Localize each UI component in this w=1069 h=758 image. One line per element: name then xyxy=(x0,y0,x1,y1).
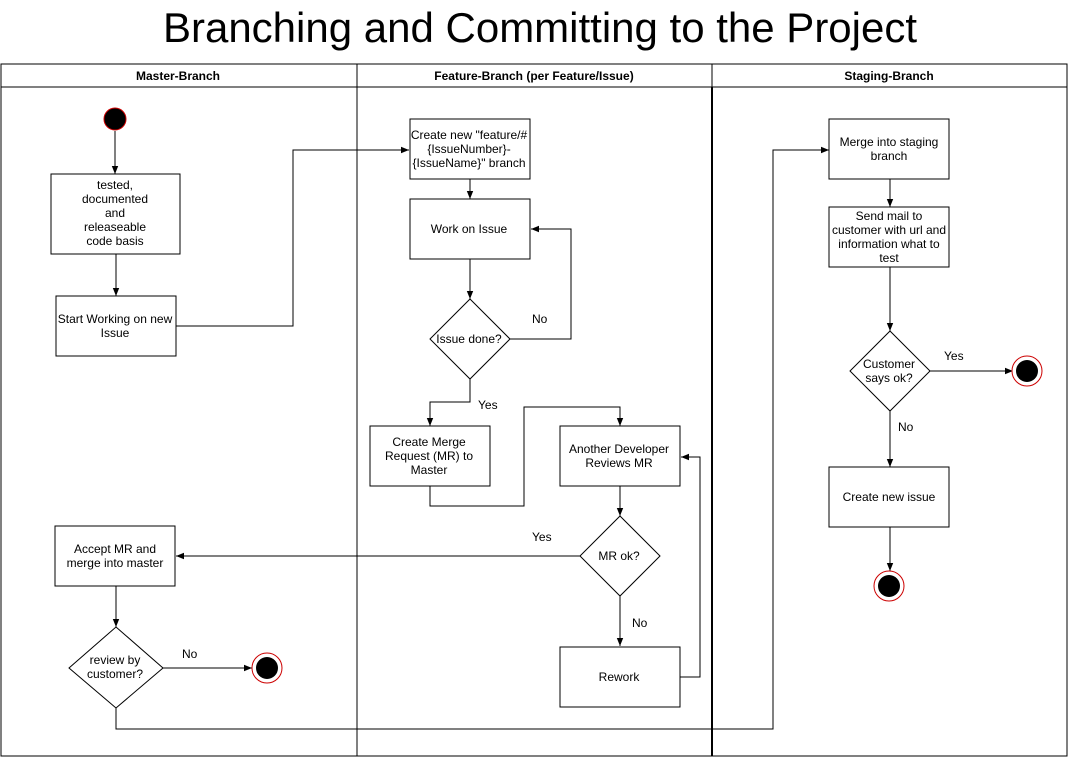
connectors xyxy=(111,131,1013,730)
create-branch-label: Create new "feature/#{IssueNumber}-{Issu… xyxy=(411,128,528,170)
mr-ok-diamond xyxy=(579,515,661,597)
edge-label-mr-no: No xyxy=(632,616,648,630)
review-mr-box xyxy=(559,425,681,487)
work-on-issue-box xyxy=(409,198,531,260)
lane-header-feature: Feature-Branch (per Feature/Issue) xyxy=(434,69,633,83)
merge-staging-box xyxy=(828,118,950,180)
end-node-new-issue xyxy=(873,570,905,602)
edge-label-customer-yes: Yes xyxy=(944,349,964,363)
diagram-title: Branching and Committing to the Project xyxy=(163,4,917,51)
edge-label-review-no: No xyxy=(182,647,198,661)
edge-label-issue-yes: Yes xyxy=(478,398,498,412)
mr-ok-label: MR ok? xyxy=(598,549,640,563)
create-mr-box xyxy=(369,425,491,487)
end-node-review xyxy=(251,652,283,684)
accept-mr-box xyxy=(54,525,176,587)
customer-ok-diamond xyxy=(849,330,931,412)
start-working-box xyxy=(55,295,177,357)
create-branch-box xyxy=(409,118,531,180)
lane-header-staging: Staging-Branch xyxy=(844,69,933,83)
edge-label-mr-yes: Yes xyxy=(532,530,552,544)
lane-header-master: Master-Branch xyxy=(136,69,220,83)
edge-label-issue-no: No xyxy=(532,312,548,326)
issue-done-diamond xyxy=(429,298,511,380)
issue-done-label: Issue done? xyxy=(436,332,502,346)
create-issue-box xyxy=(828,466,950,528)
work-on-issue-label: Work on Issue xyxy=(431,222,508,236)
rework-box xyxy=(559,646,681,708)
lane-master xyxy=(0,63,358,757)
edge-label-customer-no: No xyxy=(898,420,914,434)
start-node xyxy=(103,107,127,131)
send-mail-box xyxy=(828,206,950,268)
end-node-customer-ok xyxy=(1011,355,1043,387)
review-customer-diamond xyxy=(68,626,164,709)
create-issue-label: Create new issue xyxy=(843,490,936,504)
rework-label: Rework xyxy=(599,670,641,684)
codebase-box xyxy=(50,173,181,255)
